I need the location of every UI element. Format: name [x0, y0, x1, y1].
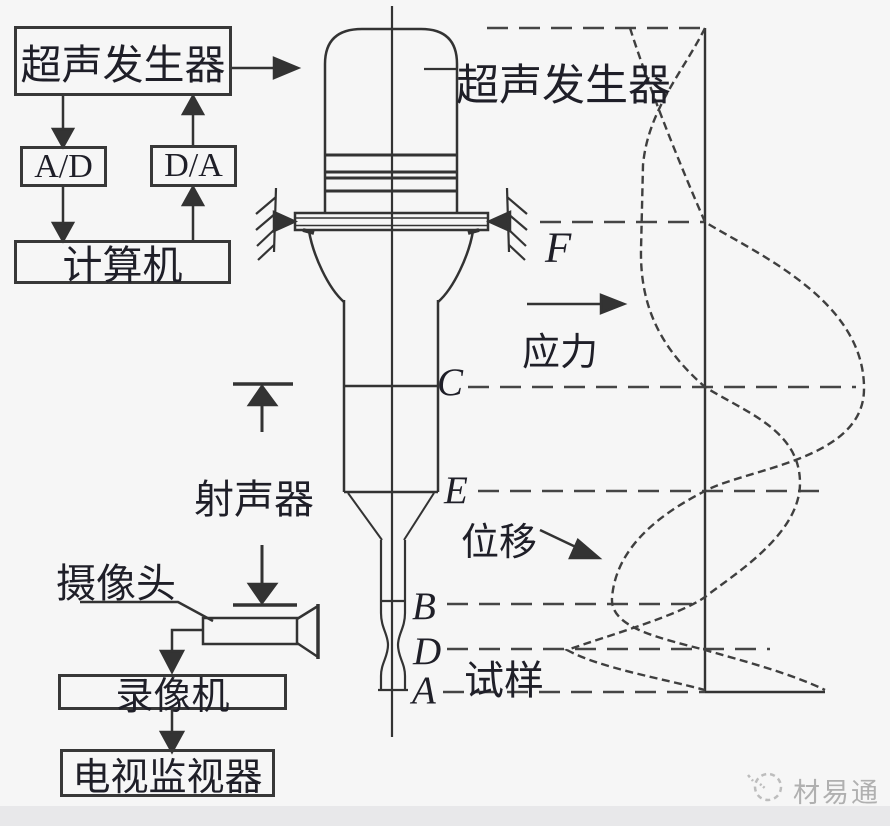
displacement-arrow	[539, 528, 603, 560]
wave-curves	[564, 27, 866, 692]
point-a-label: A	[412, 669, 436, 712]
ultrasonic-generator-box: 超声发生器	[14, 26, 232, 96]
watermark-label: 材易通	[793, 778, 880, 808]
ad-converter-box: A/D	[20, 146, 107, 187]
watermark-icon	[747, 772, 783, 802]
stress-label: 应力	[522, 332, 599, 374]
specimen-label: 试样	[464, 659, 544, 703]
point-c-label: C	[437, 361, 464, 404]
point-e-label: E	[444, 469, 468, 512]
emitter-dimension-arrows	[233, 382, 297, 607]
da-converter-box: D/A	[150, 145, 237, 187]
point-f-label: F	[545, 225, 572, 272]
point-b-label: B	[412, 585, 436, 628]
computer-box: 计算机	[14, 240, 231, 288]
video-recorder-box: 录像机	[58, 674, 287, 718]
transducer-dome	[323, 27, 459, 213]
emitter-label: 射声器	[194, 478, 314, 522]
camera-label: 摄像头	[56, 562, 176, 606]
flange	[272, 210, 512, 233]
stress-arrow	[527, 293, 628, 315]
level-dashed-lines	[443, 26, 856, 694]
stress-curve	[610, 27, 866, 692]
support-hatch-right	[505, 187, 528, 261]
camera-shape	[80, 600, 320, 755]
displacement-curve	[564, 27, 802, 692]
support-hatch-left	[255, 187, 278, 261]
horn-generator-label: 超声发生器	[456, 62, 671, 110]
horn-body	[302, 228, 480, 541]
displacement-label: 位移	[461, 522, 538, 564]
tv-monitor-box: 电视监视器	[60, 749, 275, 799]
flowchart-arrows	[50, 56, 302, 244]
point-d-label: D	[413, 630, 442, 673]
specimen-rod	[378, 540, 408, 692]
bottom-bar	[0, 806, 890, 826]
